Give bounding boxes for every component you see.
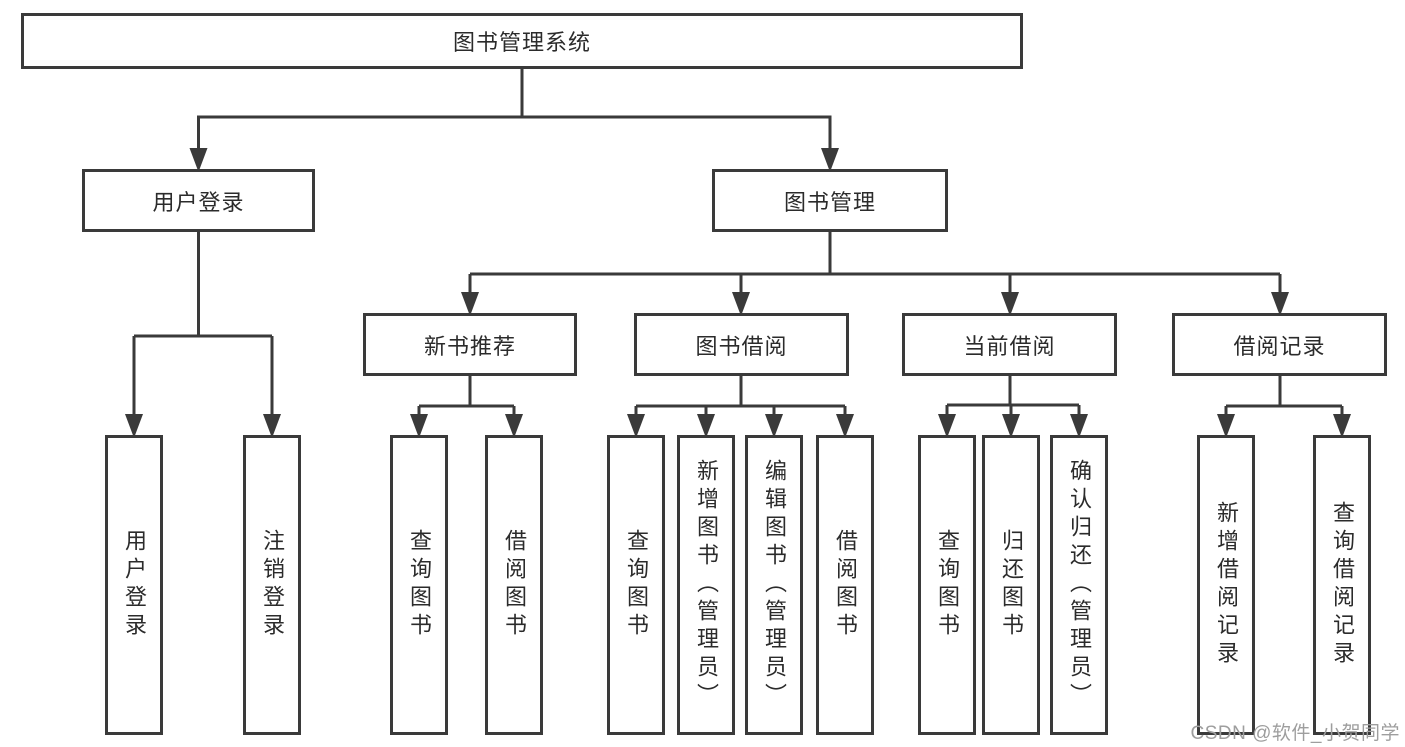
csdn-watermark: CSDN @软件_小贺同学 (1190, 723, 1400, 744)
node-label: 新增借阅记录 (1214, 501, 1239, 669)
node-label: 注销登录 (260, 529, 285, 641)
node-label: 借阅图书 (833, 529, 858, 641)
node-label: 图书管理系统 (452, 30, 591, 55)
node-borrowing-records: 借阅记录 (1172, 313, 1387, 376)
leaf-query-books-borrowing: 查询图书 (607, 435, 665, 735)
node-current-borrowing: 当前借阅 (902, 313, 1117, 376)
node-book-borrowing: 图书借阅 (634, 313, 849, 376)
node-book-management: 图书管理 (712, 169, 948, 232)
node-label: 借阅记录 (1233, 333, 1326, 359)
node-label: 图书管理 (783, 189, 876, 215)
leaf-query-books-recommend: 查询图书 (390, 435, 448, 735)
node-label: 新书推荐 (423, 333, 516, 359)
leaf-borrow-books-borrowing: 借阅图书 (816, 435, 874, 735)
arrowheads (125, 148, 1351, 438)
leaf-add-book-admin: 新增图书（管理员） (677, 435, 735, 735)
node-label: 当前借阅 (963, 333, 1056, 359)
leaf-edit-book-admin: 编辑图书（管理员） (745, 435, 803, 735)
leaf-confirm-return-admin: 确认归还（管理员） (1050, 435, 1108, 735)
leaf-borrow-books-recommend: 借阅图书 (485, 435, 543, 735)
node-label: 查询图书 (624, 529, 649, 641)
node-label: 查询图书 (935, 529, 960, 641)
node-user-login: 用户登录 (82, 169, 315, 232)
node-label: 查询借阅记录 (1330, 501, 1355, 669)
node-label: 查询图书 (407, 529, 432, 641)
node-label: 编辑图书（管理员） (762, 459, 787, 711)
node-label: 图书借阅 (695, 333, 788, 359)
leaf-return-books: 归还图书 (982, 435, 1040, 735)
leaf-query-borrow-record: 查询借阅记录 (1313, 435, 1371, 735)
node-root-library-management-system: 图书管理系统 (21, 13, 1023, 69)
node-new-book-recommendation: 新书推荐 (363, 313, 577, 376)
leaf-query-books-current: 查询图书 (918, 435, 976, 735)
node-label: 借阅图书 (502, 529, 527, 641)
node-label: 新增图书（管理员） (694, 459, 719, 711)
leaf-add-borrow-record: 新增借阅记录 (1197, 435, 1255, 735)
node-label: 归还图书 (999, 529, 1024, 641)
node-label: 用户登录 (122, 529, 147, 641)
node-label: 确认归还（管理员） (1067, 459, 1092, 711)
node-label: 用户登录 (152, 189, 245, 215)
leaf-logout: 注销登录 (243, 435, 301, 735)
leaf-user-login: 用户登录 (105, 435, 163, 735)
